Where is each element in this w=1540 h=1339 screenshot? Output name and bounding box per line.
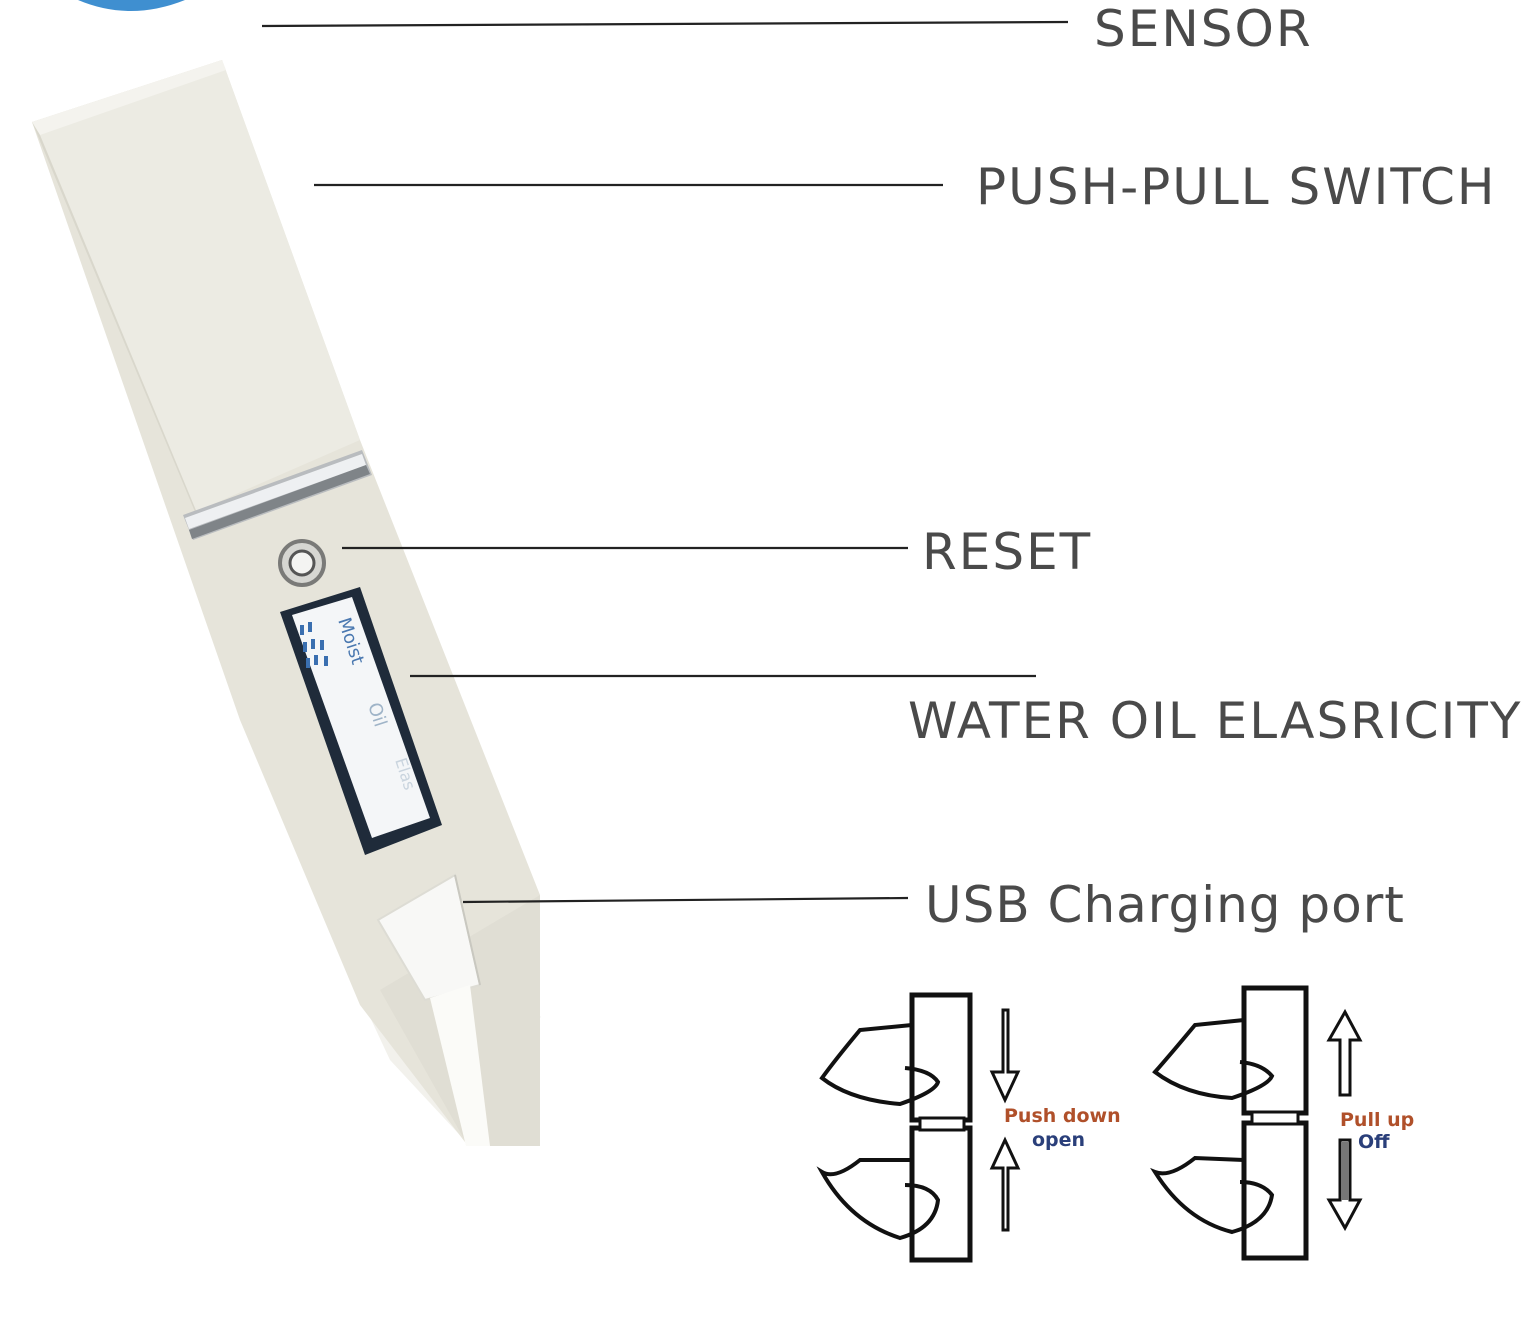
lcd-display: Moist Oil Elas bbox=[280, 587, 442, 855]
reset-button[interactable] bbox=[278, 539, 326, 587]
usb-cable bbox=[376, 873, 490, 1146]
reset-label: RESET bbox=[922, 523, 1093, 581]
pull-up-pictogram bbox=[1150, 985, 1363, 1261]
push-down-label-line1: Push down bbox=[1004, 1105, 1121, 1127]
push-down-pictogram bbox=[816, 992, 1021, 1263]
sensor-callout-line bbox=[261, 20, 1069, 28]
usb-callout-line bbox=[462, 896, 909, 904]
pull-down-arrow-fill bbox=[1341, 1142, 1349, 1200]
chrome-band bbox=[183, 450, 372, 540]
pull-up-label-line1: Pull up bbox=[1340, 1109, 1414, 1131]
usb-charging-port-label: USB Charging port bbox=[925, 876, 1405, 934]
push-pull-switch-label: PUSH-PULL SWITCH bbox=[976, 158, 1497, 216]
push-down-label-line2: open bbox=[1032, 1129, 1085, 1151]
logo-fragment bbox=[78, 0, 185, 11]
water-oil-elasticity-label: WATER OIL ELASRICITY bbox=[908, 692, 1523, 750]
pull-up-label-line2: Off bbox=[1358, 1131, 1390, 1153]
sensor-label: SENSOR bbox=[1094, 0, 1313, 58]
callout-lines bbox=[261, 20, 1069, 904]
device-body bbox=[32, 60, 540, 1146]
